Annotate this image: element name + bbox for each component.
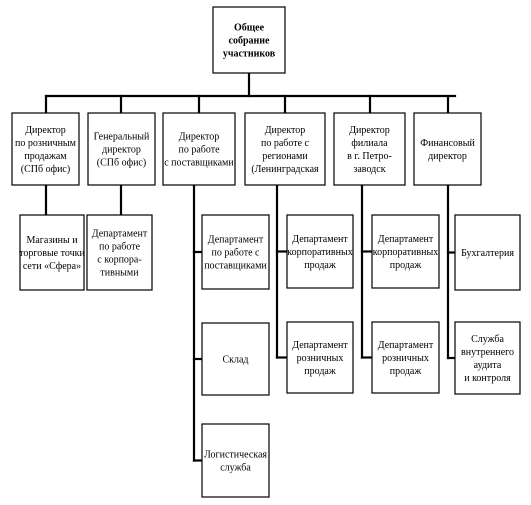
director-node-regions: Директор по работе с регионами (Ленинградск… <box>244 112 326 186</box>
root-node-general-meeting-label-line: участников <box>223 49 276 60</box>
unit-node-corp-dept: Департамент по работе с корпора-тивными <box>86 214 153 291</box>
director-node-general-label-line: (СПб офис) <box>97 158 146 169</box>
unit-node-accounting: Бухгалтерия <box>454 214 521 291</box>
director-node-branch-label-line: в г. Петро- <box>347 151 392 162</box>
connector-lines <box>44 71 457 462</box>
unit-node-regions-corp-label-line: корпоративных <box>287 247 352 258</box>
unit-node-corp-dept-box <box>86 214 153 291</box>
unit-node-audit-box <box>454 321 521 395</box>
director-node-general-label-line: Генеральный <box>94 132 150 143</box>
unit-node-branch-corp-label-line: Департамент <box>378 234 434 245</box>
unit-node-warehouse-label-line: Склад <box>222 355 248 366</box>
director-node-suppliers: Директор по работе с поставщиками <box>162 112 236 186</box>
unit-node-corp-dept-label-line: тивными <box>100 268 139 279</box>
unit-node-supplier-dept-label-line: поставщиками <box>204 261 267 272</box>
director-node-regions-label-line: регионами <box>262 151 308 162</box>
unit-node-stores-label-line: Магазины и <box>26 235 78 246</box>
director-node-retail-label-line: (СПб офис) <box>21 164 70 175</box>
director-node-suppliers-label-line: с поставщиками <box>164 158 234 169</box>
root-node-general-meeting-label-line: Общее <box>234 23 265 34</box>
unit-node-regions-retail-label-line: продаж <box>304 366 336 377</box>
unit-node-branch-retail-label-line: продаж <box>390 366 422 377</box>
unit-node-branch-retail-label-line: розничных <box>382 353 429 364</box>
unit-node-audit: Служба внутреннего аудита и контроля <box>454 321 521 395</box>
director-node-branch-box <box>333 112 406 186</box>
unit-node-regions-retail-label-line: Департамент <box>292 340 348 351</box>
unit-node-regions-retail-label-line: розничных <box>297 353 344 364</box>
director-node-branch: Директор филиала в г. Петро-заводск <box>333 112 406 186</box>
director-node-regions-label-line: (Ленинградская <box>251 164 319 175</box>
director-node-branch-label-line: Директор <box>349 125 390 136</box>
director-node-suppliers-label-line: Директор <box>179 132 220 143</box>
root-node-general-meeting: Общее собрание участников <box>212 6 286 74</box>
unit-node-corp-dept-label-line: с корпора- <box>97 255 141 266</box>
unit-node-audit-label-line: внутреннего <box>461 347 514 358</box>
unit-node-logistics: Логистическая служба <box>201 423 270 498</box>
unit-node-supplier-dept-label-line: Департамент <box>208 235 264 246</box>
unit-node-branch-corp: Департамент корпоративных продаж <box>371 214 440 289</box>
director-node-regions-label-line: по работе с <box>261 138 310 149</box>
director-node-suppliers-box <box>162 112 236 186</box>
unit-node-regions-retail: Департамент розничных продаж <box>286 321 354 394</box>
director-node-finance-label-line: директор <box>428 151 467 162</box>
director-node-retail-label-line: по розничным <box>15 138 77 149</box>
unit-node-branch-retail: Департамент розничных продаж <box>371 321 440 394</box>
root-node-general-meeting-box <box>212 6 286 74</box>
unit-node-accounting-label-line: Бухгалтерия <box>461 248 514 259</box>
unit-node-regions-corp-label-line: продаж <box>304 260 336 271</box>
director-node-regions-label-line: Директор <box>265 125 306 136</box>
director-node-general: Генеральный директор (СПб офис) <box>87 112 156 186</box>
unit-node-warehouse-box <box>201 322 270 396</box>
director-node-retail: Директор по розничным продажам (СПб офис) <box>11 112 80 186</box>
director-node-finance-box <box>413 112 482 186</box>
unit-node-stores: Магазины и торговые точки сети «Сфера» <box>19 214 85 291</box>
unit-node-regions-retail-box <box>286 321 354 394</box>
unit-node-corp-dept-label-line: по работе <box>99 242 141 253</box>
unit-node-supplier-dept: Департамент по работе с поставщиками <box>201 214 270 290</box>
unit-node-branch-retail-label-line: Департамент <box>378 340 434 351</box>
unit-node-stores-label-line: торговые точки <box>19 248 85 259</box>
director-node-general-box <box>87 112 156 186</box>
unit-node-stores-box <box>19 214 85 291</box>
unit-node-audit-label-line: и контроля <box>464 373 511 384</box>
unit-node-branch-retail-box <box>371 321 440 394</box>
unit-node-accounting-box <box>454 214 521 291</box>
unit-node-regions-corp: Департамент корпоративных продаж <box>286 214 354 289</box>
unit-node-audit-label-line: аудита <box>474 360 502 371</box>
director-node-branch-label-line: заводск <box>353 164 385 175</box>
unit-node-logistics-box <box>201 423 270 498</box>
unit-node-corp-dept-label-line: Департамент <box>92 229 148 240</box>
root-node-general-meeting-label-line: собрание <box>229 36 271 47</box>
director-node-retail-label-line: продажам <box>24 151 67 162</box>
director-node-finance: Финансовый директор <box>413 112 482 186</box>
unit-node-regions-corp-label-line: Департамент <box>292 234 348 245</box>
unit-node-logistics-label-line: служба <box>220 463 251 474</box>
unit-node-branch-corp-label-line: продаж <box>390 260 422 271</box>
director-node-retail-box <box>11 112 80 186</box>
director-node-branch-label-line: филиала <box>351 138 388 149</box>
director-node-regions-box <box>244 112 326 186</box>
unit-node-warehouse: Склад <box>201 322 270 396</box>
unit-node-regions-corp-box <box>286 214 354 289</box>
unit-node-audit-label-line: Служба <box>471 334 504 345</box>
director-node-finance-label-line: Финансовый <box>420 138 475 149</box>
unit-node-stores-label-line: сети «Сфера» <box>23 261 81 272</box>
unit-node-branch-corp-label-line: корпоративных <box>373 247 438 258</box>
director-node-suppliers-label-line: по работе <box>178 145 220 156</box>
unit-node-logistics-label-line: Логистическая <box>204 450 267 461</box>
unit-node-supplier-dept-label-line: по работе с <box>212 248 261 259</box>
director-node-retail-label-line: Директор <box>25 125 66 136</box>
unit-node-supplier-dept-box <box>201 214 270 290</box>
director-node-general-label-line: директор <box>102 145 141 156</box>
unit-node-branch-corp-box <box>371 214 440 289</box>
